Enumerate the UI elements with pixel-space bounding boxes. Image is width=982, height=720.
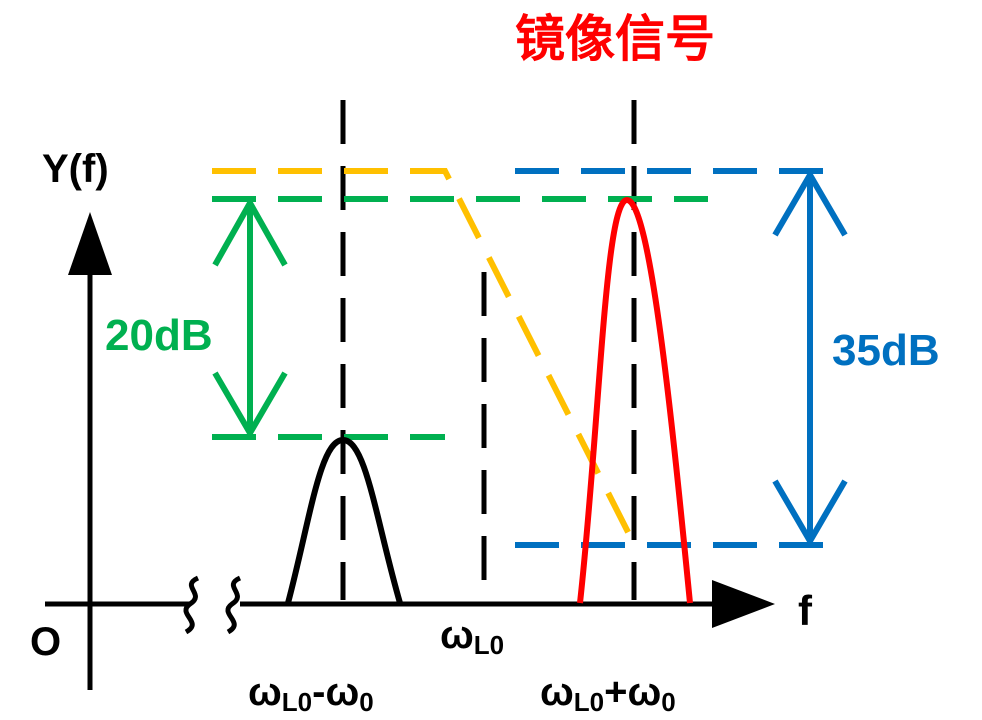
x-axis-arrowhead: [712, 580, 775, 628]
xtick-lo-plus: ωL0+ω0: [540, 670, 676, 717]
y-axis-arrowhead: [68, 212, 112, 275]
x-axis-label: f: [798, 587, 813, 634]
blue-gap-arrow-bottom: [772, 479, 848, 547]
desired-signal-peak: [285, 436, 403, 604]
green-gap-arrow-top: [212, 196, 288, 267]
filter-response-curve: [212, 168, 635, 542]
green-gap-arrow-bottom: [212, 371, 288, 439]
axis-break-right: [225, 575, 242, 635]
green-gap-label: 20dB: [105, 311, 213, 360]
origin-label: O: [30, 620, 61, 664]
xtick-lo: ωL0: [440, 613, 504, 660]
title: 镜像信号: [515, 11, 715, 67]
xtick-lo-minus: ωL0-ω0: [248, 670, 374, 717]
axis-break-left: [183, 575, 200, 635]
blue-gap-arrow-top: [772, 169, 848, 237]
blue-gap-label: 35dB: [832, 326, 940, 375]
image-signal-peak: [577, 196, 693, 604]
green-label-bg: [105, 308, 241, 358]
blue-label-bg: [830, 323, 972, 373]
y-axis-label: Y(f): [42, 147, 109, 191]
